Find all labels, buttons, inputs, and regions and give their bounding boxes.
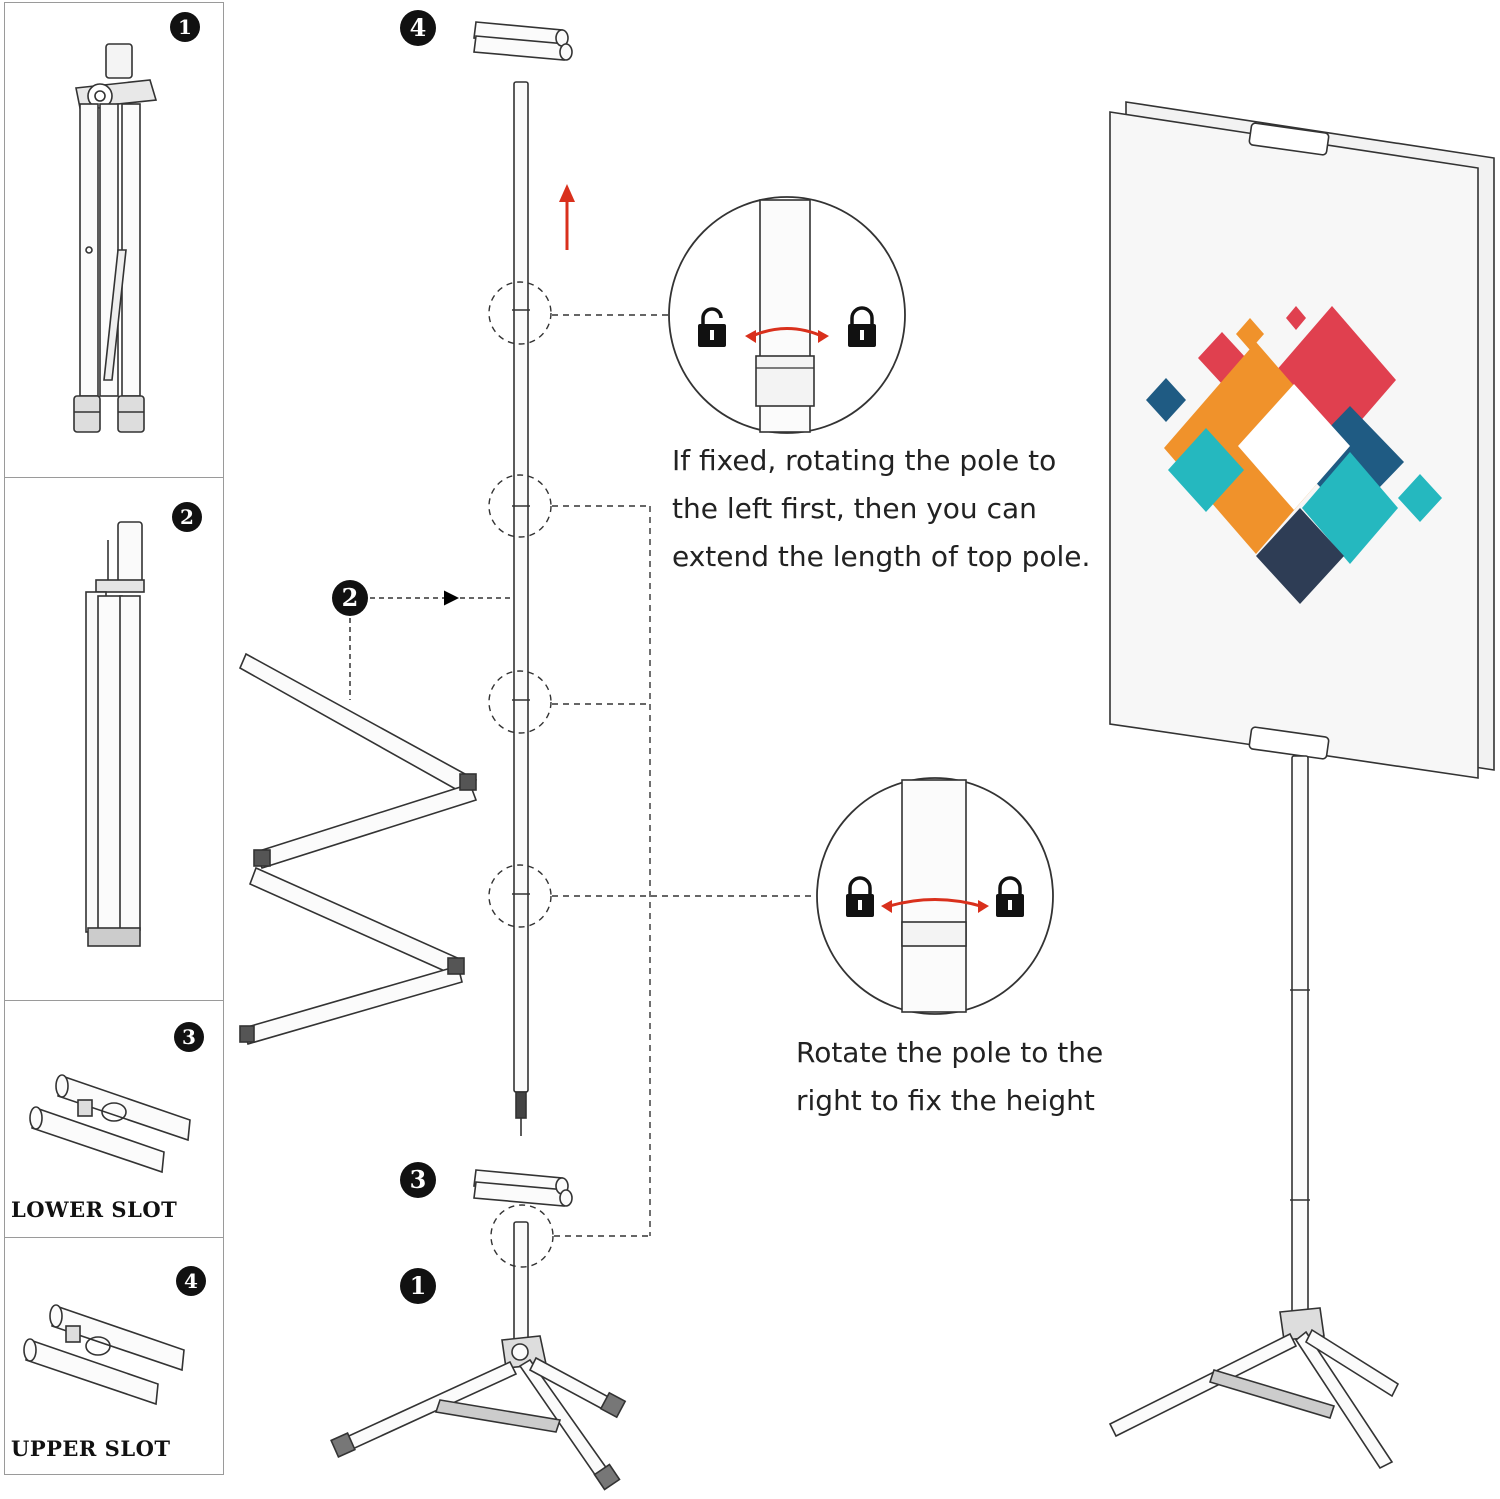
open-lock-icon (698, 307, 726, 347)
lower-clip-drawing (473, 1169, 573, 1207)
step-number: 3 (409, 1165, 427, 1194)
step-badge-top-part: 4 (400, 10, 436, 46)
step-number: 2 (180, 505, 194, 529)
upper-slot-label: UPPER SLOT (11, 1436, 171, 1461)
dashed-connectors (552, 314, 816, 1237)
step-badge-base-part: 1 (400, 1268, 436, 1304)
poster-artwork (1146, 306, 1442, 604)
folded-tripod-drawing (73, 43, 158, 433)
upper-slot-clip-drawing (23, 1304, 185, 1406)
rotate-arrow-icon (881, 898, 989, 913)
caption-line: right to fix the height (796, 1084, 1095, 1117)
caption-unlock-instructions: If fixed, rotating the pole to the left … (672, 437, 1090, 581)
step-badge-panel-2: 2 (172, 502, 202, 532)
caption-line: If fixed, rotating the pole to (672, 444, 1057, 477)
up-arrow-icon (559, 184, 575, 250)
detail-circle-unlock (668, 196, 906, 434)
closed-lock-icon (848, 306, 876, 347)
lower-slot-clip-drawing (29, 1074, 191, 1174)
step-number: 4 (409, 13, 427, 42)
step-badge-panel-3: 3 (174, 1022, 204, 1052)
step-number: 3 (182, 1025, 196, 1049)
closed-lock-icon (846, 876, 874, 917)
step-number: 4 (184, 1269, 198, 1293)
step-badge-panel-1: 1 (170, 12, 200, 42)
caption-line: the left first, then you can (672, 492, 1037, 525)
folded-pole-drawing (85, 521, 145, 947)
zigzag-pole-drawing (238, 652, 478, 1045)
assembled-stand-drawing (1108, 101, 1495, 1470)
tripod-base-drawing (330, 1221, 627, 1491)
closed-lock-icon (996, 876, 1024, 917)
step-badge-lower-part: 3 (400, 1162, 436, 1198)
step-badge-middle-pole: 2 (332, 580, 368, 616)
detail-circle-lock (816, 777, 1054, 1015)
step-number: 1 (178, 15, 192, 39)
step-number: 2 (341, 583, 359, 612)
caption-line: Rotate the pole to the (796, 1036, 1104, 1069)
caption-lock-instructions: Rotate the pole to the right to fix the … (796, 1029, 1103, 1125)
caption-line: extend the length of top pole. (672, 540, 1091, 573)
rotate-arrow-icon (745, 327, 829, 343)
main-pole-drawing (512, 81, 530, 1136)
top-clip-drawing (473, 21, 573, 61)
joint-markers (488, 281, 554, 1268)
step-number: 1 (409, 1271, 427, 1300)
step-badge-panel-4: 4 (176, 1266, 206, 1296)
lower-slot-label: LOWER SLOT (11, 1197, 178, 1222)
